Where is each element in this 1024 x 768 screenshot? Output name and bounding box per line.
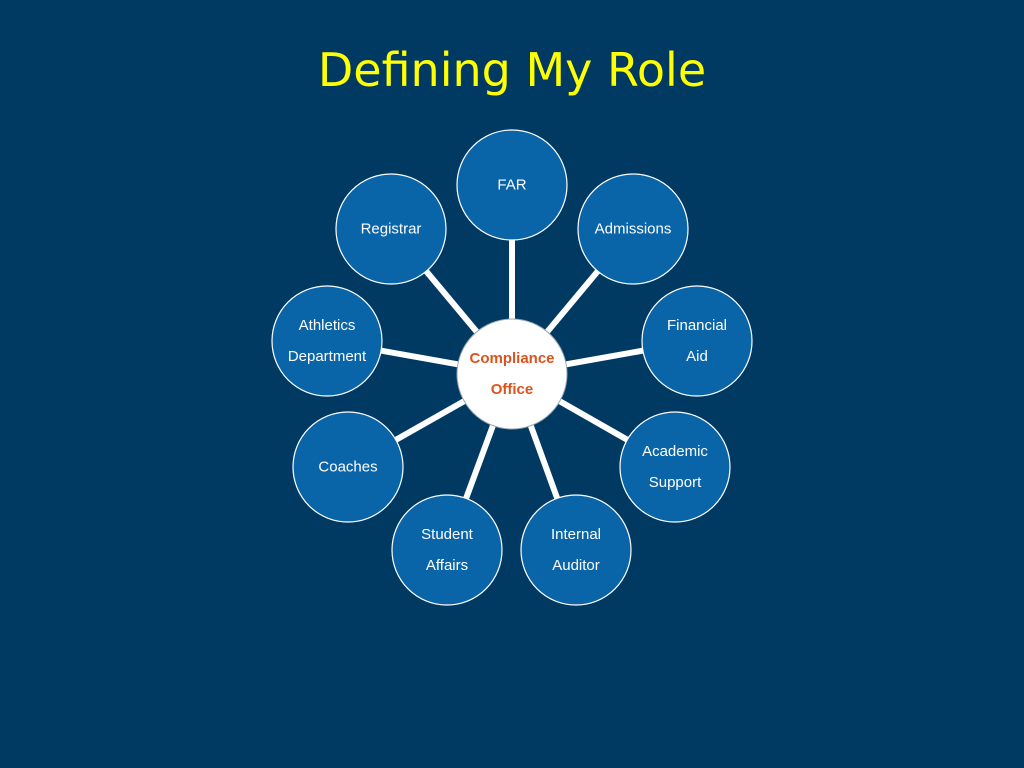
- node-label-financial-aid-line: Aid: [686, 348, 708, 365]
- center-label-line: Compliance: [469, 350, 554, 367]
- node-registrar: Registrar: [335, 173, 447, 285]
- node-circle-academic-support: [619, 411, 731, 523]
- node-circle-student-affairs: [391, 494, 503, 606]
- node-label-coaches: Coaches: [318, 459, 377, 476]
- node-far: FAR: [456, 129, 568, 241]
- node-circle-athletics-department: [271, 285, 383, 397]
- node-label-internal-auditor-line: Internal: [551, 526, 601, 543]
- node-label-far-line: FAR: [497, 177, 526, 194]
- node-circle-registrar: [335, 173, 447, 285]
- node-coaches: Coaches: [292, 411, 404, 523]
- node-label-internal-auditor-line: Auditor: [552, 557, 600, 574]
- node-circle-internal-auditor: [520, 494, 632, 606]
- node-label-athletics-department-line: Athletics: [299, 317, 356, 334]
- node-label-athletics-department-line: Department: [288, 348, 367, 365]
- node-circle-coaches: [292, 411, 404, 523]
- node-label-student-affairs-line: Student: [421, 526, 474, 543]
- node-circle-far: [456, 129, 568, 241]
- slide-title: Defining My Role: [317, 43, 707, 97]
- node-circle-financial-aid: [641, 285, 753, 397]
- node-label-registrar-line: Registrar: [361, 221, 422, 238]
- node-label-financial-aid-line: Financial: [667, 317, 727, 334]
- node-label-coaches-line: Coaches: [318, 459, 377, 476]
- center-label-line: Office: [491, 381, 534, 398]
- node-circle-admissions: [577, 173, 689, 285]
- node-admissions: Admissions: [577, 173, 689, 285]
- center-circle: [456, 318, 568, 430]
- node-label-academic-support-line: Support: [649, 474, 702, 491]
- node-label-admissions-line: Admissions: [595, 221, 672, 238]
- node-label-far: FAR: [497, 177, 526, 194]
- node-label-admissions: Admissions: [595, 221, 672, 238]
- node-label-student-affairs-line: Affairs: [426, 557, 468, 574]
- node-label-registrar: Registrar: [361, 221, 422, 238]
- node-label-academic-support-line: Academic: [642, 443, 708, 460]
